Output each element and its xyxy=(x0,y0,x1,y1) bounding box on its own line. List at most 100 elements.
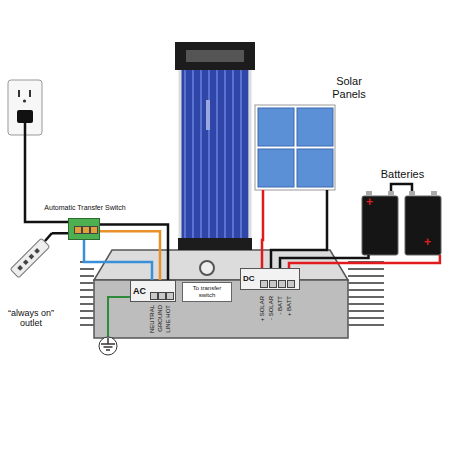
always-on-outlet: “always on” outlet xyxy=(10,228,52,280)
fin xyxy=(348,268,384,270)
battery-terminal xyxy=(388,191,394,196)
terminal-screw xyxy=(150,292,158,300)
strip-socket xyxy=(29,254,35,260)
polarity-mark: + xyxy=(424,236,431,249)
node-heading: “always on” outlet xyxy=(0,308,64,329)
inverter-base xyxy=(178,238,252,250)
cooling-fins xyxy=(80,262,384,325)
ground-line xyxy=(107,338,109,344)
wire xyxy=(100,225,168,280)
node-heading: Solar Panels xyxy=(323,75,375,100)
transfer-switch: Automatic Transfer Switch xyxy=(68,218,100,240)
wire-run xyxy=(262,190,327,268)
fin xyxy=(348,303,384,305)
ground-line xyxy=(106,349,110,351)
ground-line xyxy=(101,343,115,345)
transfer-switch-label: To transfer switch xyxy=(182,282,232,302)
battery-jumper xyxy=(391,184,412,191)
fin xyxy=(348,282,384,284)
inverter-body xyxy=(180,60,250,242)
fin xyxy=(80,282,94,284)
wire-run xyxy=(52,232,68,233)
outlet-ground xyxy=(23,99,26,102)
panel-cell xyxy=(297,149,333,187)
strip-body xyxy=(10,238,50,278)
pin-label: - SOLAR xyxy=(268,296,275,320)
fin xyxy=(348,289,384,291)
terminal-screw xyxy=(278,280,286,288)
wire xyxy=(280,255,369,268)
wall-outlet xyxy=(8,80,68,222)
dc-terminal-block: DC xyxy=(240,268,300,290)
node-heading: Batteries xyxy=(360,168,445,181)
fin xyxy=(80,324,94,326)
ground-line xyxy=(104,346,113,348)
fin xyxy=(348,317,384,319)
strip-socket xyxy=(34,248,40,254)
wire xyxy=(289,255,440,268)
fin xyxy=(80,289,94,291)
plug xyxy=(17,110,33,123)
terminal-screw xyxy=(287,280,295,288)
pin-label: + SOLAR xyxy=(259,296,266,322)
strip-socket xyxy=(17,265,23,271)
fin xyxy=(80,317,94,319)
fin xyxy=(348,275,384,277)
ground-wire xyxy=(108,297,130,338)
panel-cell xyxy=(258,108,294,146)
inverter xyxy=(175,42,255,250)
panel-frame xyxy=(255,105,335,190)
node-heading: DC xyxy=(243,274,259,283)
pin-label: GROUND xyxy=(157,305,164,332)
fin xyxy=(80,275,94,277)
battery-terminal xyxy=(409,191,415,196)
terminal-screw xyxy=(269,280,277,288)
battery xyxy=(362,196,398,255)
terminal-screw xyxy=(82,226,90,234)
transfer-port xyxy=(200,261,214,275)
battery-terminal xyxy=(431,191,437,196)
wire xyxy=(52,232,68,235)
inverter-handle xyxy=(186,50,244,62)
outlet-slot xyxy=(29,90,31,97)
panel-cell xyxy=(297,108,333,146)
polarity-mark: + xyxy=(366,196,373,209)
wire xyxy=(262,190,263,268)
terminal-screw xyxy=(260,280,268,288)
terminal-screw xyxy=(158,292,166,300)
pin-label: LINE HOT xyxy=(165,305,172,333)
pin-label: NEUTRAL xyxy=(149,305,156,333)
pin-label: - BATT xyxy=(277,296,284,315)
ac-terminal-block: AC xyxy=(130,280,176,302)
panel-cell xyxy=(258,149,294,187)
fin xyxy=(80,310,94,312)
node-heading: Automatic Transfer Switch xyxy=(35,204,135,212)
power-strip xyxy=(10,233,52,278)
fin xyxy=(348,296,384,298)
inverter-cap xyxy=(175,42,255,70)
controller-front xyxy=(94,280,348,338)
outlet-slot xyxy=(18,90,20,97)
wire xyxy=(84,240,152,280)
wire xyxy=(271,190,327,268)
strip-cable xyxy=(45,233,52,241)
solar-panel-array xyxy=(255,105,335,190)
node-heading: AC xyxy=(133,286,149,296)
wire-run xyxy=(280,255,440,268)
terminal-screw xyxy=(166,292,174,300)
terminal-screw xyxy=(90,226,98,234)
battery xyxy=(405,196,441,255)
terminal-screw xyxy=(74,226,82,234)
ground-symbol xyxy=(99,297,130,355)
wire-run xyxy=(84,225,168,280)
fin xyxy=(348,324,384,326)
fin xyxy=(80,268,94,270)
controller-top xyxy=(94,250,348,280)
fin xyxy=(80,296,94,298)
inverter-slot xyxy=(206,100,210,130)
strip-socket xyxy=(23,259,29,265)
node-text: To transfer switch xyxy=(185,285,229,299)
solar-panels: Solar Panels xyxy=(255,105,335,190)
ground-circle xyxy=(99,337,117,355)
fin xyxy=(80,303,94,305)
